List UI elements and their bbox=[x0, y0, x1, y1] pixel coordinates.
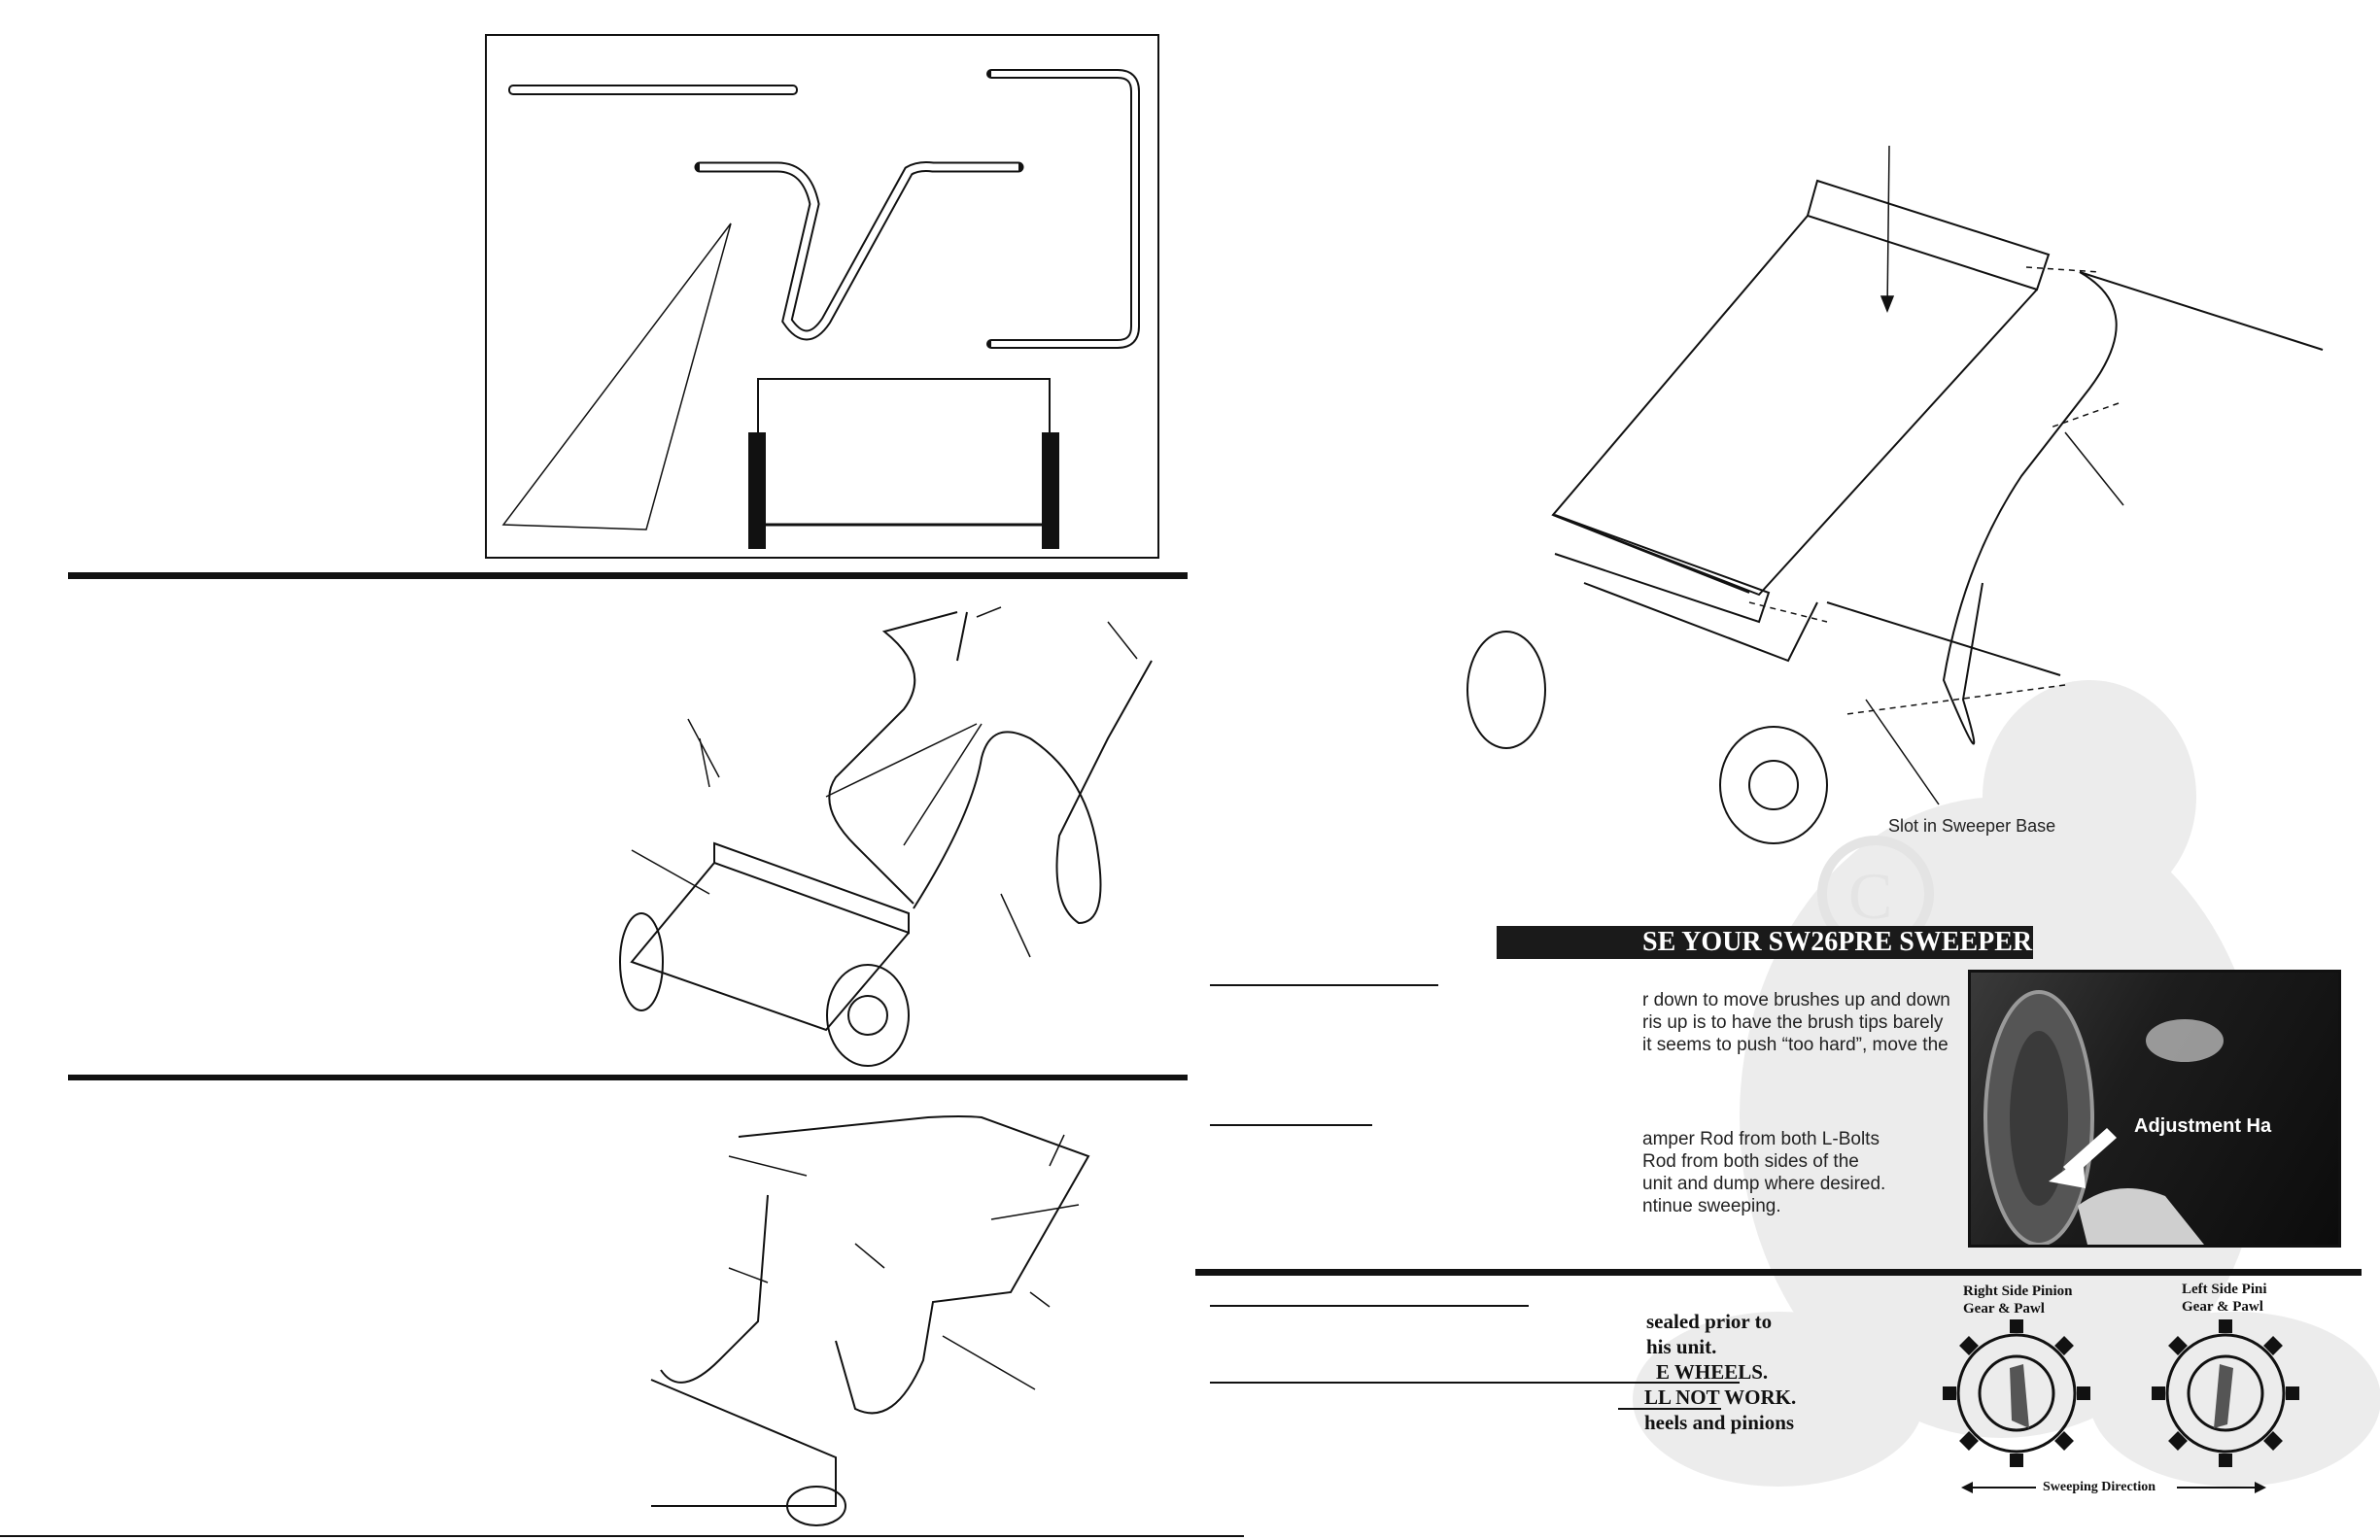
adjustment-photo: Adjustment Ha bbox=[1968, 970, 2341, 1248]
sweeping-direction-label: Sweeping Direction bbox=[2043, 1480, 2156, 1494]
subhead-underline bbox=[1210, 984, 1438, 986]
warning-line-3: E WHEELS. bbox=[1656, 1360, 1769, 1384]
subhead-underline bbox=[1210, 1124, 1372, 1126]
right-gear-label-1: Right Side Pinion bbox=[1963, 1283, 2073, 1299]
divider-rule bbox=[1195, 1269, 2362, 1276]
warning-line-1: sealed prior to bbox=[1646, 1310, 1773, 1333]
warning-line-5: heels and pinions bbox=[1644, 1411, 1795, 1434]
right-gear-label-2: Gear & Pawl bbox=[1963, 1301, 2045, 1317]
brush-adjust-line-3: it seems to push “too hard”, move the bbox=[1642, 1035, 1949, 1055]
section-banner bbox=[1497, 926, 2033, 959]
left-gear-label-2: Gear & Pawl bbox=[2182, 1299, 2263, 1315]
dump-line-1: amper Rod from both L-Bolts bbox=[1642, 1129, 1880, 1149]
divider-rule bbox=[0, 1535, 1244, 1537]
subhead-underline bbox=[1210, 1382, 1740, 1384]
section-title: SE YOUR SW26PRE SWEEPER bbox=[1642, 927, 2033, 957]
slot-label: Slot in Sweeper Base bbox=[1888, 816, 2056, 836]
dump-line-2: Rod from both sides of the bbox=[1642, 1151, 1859, 1172]
divider-rule bbox=[68, 572, 1188, 579]
dump-line-3: unit and dump where desired. bbox=[1642, 1174, 1886, 1194]
svg-text:C: C bbox=[1848, 859, 1892, 933]
adjustment-handle-label: Adjustment Ha bbox=[2134, 1115, 2272, 1137]
warning-line-2: his unit. bbox=[1646, 1335, 1717, 1358]
brush-adjust-line-1: r down to move brushes up and down bbox=[1642, 990, 1950, 1010]
subhead-underline bbox=[1210, 1305, 1529, 1307]
subhead-underline bbox=[1618, 1408, 1721, 1410]
warning-line-4: LL NOT WORK. bbox=[1644, 1386, 1797, 1409]
left-gear-label-1: Left Side Pini bbox=[2182, 1282, 2267, 1297]
divider-rule bbox=[68, 1075, 1188, 1080]
brush-adjust-line-2: ris up is to have the brush tips barely bbox=[1642, 1012, 1944, 1033]
dump-line-4: ntinue sweeping. bbox=[1642, 1196, 1781, 1216]
